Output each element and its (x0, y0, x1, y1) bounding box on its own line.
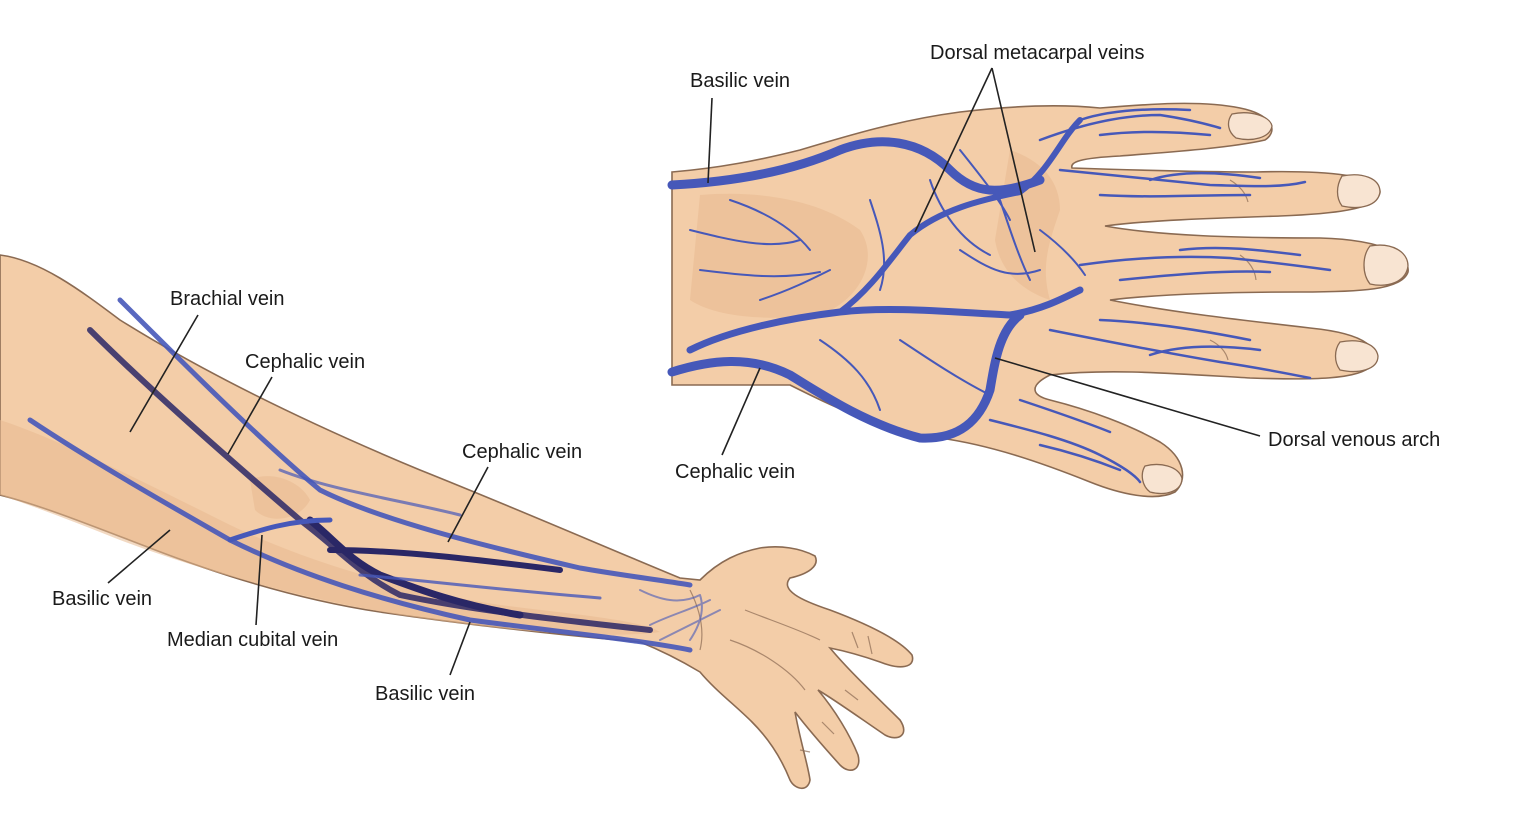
finger-crease (821, 721, 835, 735)
knuckle-crease (1229, 179, 1249, 203)
arm-veins (27, 297, 721, 653)
knuckle-crease (1209, 339, 1229, 361)
median-cubital-vein-path (227, 517, 333, 543)
leader-dorsal-venous-arch (994, 357, 1261, 437)
leader-median-cubital-vein (255, 534, 263, 626)
finger-crease (844, 689, 859, 701)
palm-crease (744, 609, 821, 641)
basilic-vein-path (27, 417, 693, 653)
leader-basilic-vein-forearm (449, 621, 471, 676)
label-cephalic-vein-forearm: Cephalic vein (462, 441, 582, 463)
secondary-vein-path (358, 573, 602, 600)
label-dorsal-metacarpal-veins: Dorsal metacarpal veins (930, 42, 1145, 64)
palm-crease (729, 639, 806, 691)
secondary-vein-path (278, 468, 462, 517)
leader-hand-basilic-vein (707, 97, 713, 184)
hand-illustration: Basilic vein Dorsal metacarpal veins Dor… (667, 42, 1440, 498)
dorsal-network-veins (689, 149, 1086, 411)
leader-dorsal-metacarpal-veins-b (991, 67, 1036, 253)
wrist-vein-network (639, 589, 721, 641)
leader-hand-cephalic-vein (721, 367, 761, 456)
deep-forearm-vein-path-2 (327, 547, 563, 573)
little-nail (1227, 112, 1273, 141)
label-median-cubital-vein: Median cubital vein (167, 629, 338, 651)
index-nail (1334, 340, 1379, 373)
arm-leader-lines (107, 314, 489, 676)
hand-basilic-vein-path (667, 137, 1045, 195)
cephalic-vein-upper-path (117, 297, 693, 588)
hand-shading (690, 193, 868, 318)
middle-finger-veins (1078, 246, 1332, 282)
leader-brachial-vein (129, 314, 199, 433)
label-hand-basilic-vein: Basilic vein (690, 70, 790, 92)
dorsal-venous-arch-branch (837, 117, 1083, 315)
leader-basilic-vein-upper (107, 529, 171, 584)
label-brachial-vein: Brachial vein (170, 288, 285, 310)
dorsal-venous-arch-path (686, 286, 1084, 354)
arm-shading (0, 420, 660, 635)
leader-cephalic-vein-upper (227, 376, 273, 455)
knuckle-crease (1239, 254, 1257, 281)
index-finger-veins (1048, 318, 1312, 380)
ring-nail (1336, 174, 1381, 209)
finger-crease (799, 749, 811, 753)
leader-dorsal-metacarpal-veins-a (914, 67, 993, 233)
thumb-nail (1141, 463, 1183, 495)
ring-finger-veins (1058, 168, 1307, 198)
thumb-veins (988, 398, 1142, 484)
little-finger-veins (1038, 108, 1222, 142)
finger-crease (851, 631, 859, 649)
label-hand-cephalic-vein: Cephalic vein (675, 461, 795, 483)
hand-leader-lines (707, 67, 1261, 456)
middle-nail (1363, 244, 1409, 286)
finger-crease (867, 635, 873, 655)
brachial-vein-path (87, 327, 653, 633)
hand-cephalic-vein-path (667, 310, 1025, 443)
label-basilic-vein-forearm: Basilic vein (375, 683, 475, 705)
label-basilic-vein-upper: Basilic vein (52, 588, 152, 610)
label-dorsal-venous-arch: Dorsal venous arch (1268, 429, 1440, 451)
hand-veins (667, 108, 1332, 484)
leader-cephalic-vein-forearm (447, 466, 489, 543)
label-cephalic-vein-upper: Cephalic vein (245, 351, 365, 373)
arm-illustration: Brachial vein Cephalic vein Cephalic vei… (0, 254, 914, 790)
